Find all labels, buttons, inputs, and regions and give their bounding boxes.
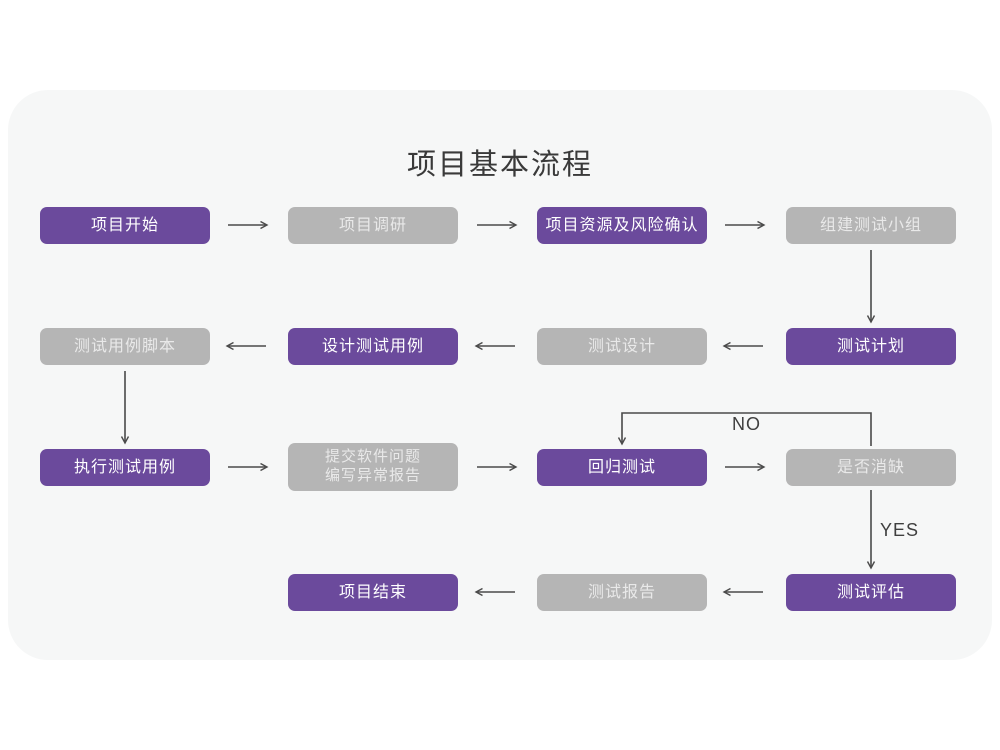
edge-label-no: NO [732, 414, 761, 434]
node-design-test-case: 设计测试用例 [288, 328, 458, 365]
page-title: 项目基本流程 [406, 149, 593, 181]
node-label: 项目资源及风险确认 [545, 216, 699, 234]
node-project-research: 项目调研 [288, 207, 458, 244]
node-label: 是否消缺 [836, 458, 905, 476]
node-label-line1: 提交软件问题 [324, 448, 421, 466]
node-project-end: 项目结束 [288, 574, 458, 611]
node-project-start: 项目开始 [40, 207, 210, 244]
node-label: 项目结束 [338, 583, 407, 601]
node-test-plan: 测试计划 [786, 328, 956, 365]
node-label-line2: 编写异常报告 [324, 467, 421, 484]
node-label: 回归测试 [587, 458, 656, 476]
node-label: 测试报告 [587, 583, 656, 601]
node-label: 项目开始 [90, 216, 159, 234]
node-regression-test: 回归测试 [537, 449, 707, 486]
node-label: 测试设计 [587, 337, 656, 355]
node-execute-test-case: 执行测试用例 [40, 449, 210, 486]
node-test-report: 测试报告 [537, 574, 707, 611]
node-label: 设计测试用例 [321, 337, 424, 355]
node-label: 测试计划 [836, 337, 905, 355]
node-label: 测试评估 [836, 583, 905, 601]
flowchart-card [8, 90, 992, 660]
node-label: 组建测试小组 [819, 216, 922, 234]
node-test-evaluation: 测试评估 [786, 574, 956, 611]
node-test-case-script: 测试用例脚本 [40, 328, 210, 365]
node-defect-cleared: 是否消缺 [786, 449, 956, 486]
node-submit-issue: 提交软件问题 编写异常报告 [288, 443, 458, 491]
node-build-test-team: 组建测试小组 [786, 207, 956, 244]
node-label: 执行测试用例 [73, 458, 176, 476]
node-test-design: 测试设计 [537, 328, 707, 365]
node-resources-risk: 项目资源及风险确认 [537, 207, 707, 244]
edge-label-yes: YES [880, 520, 920, 540]
node-label: 项目调研 [338, 216, 407, 234]
node-label: 测试用例脚本 [73, 337, 176, 355]
